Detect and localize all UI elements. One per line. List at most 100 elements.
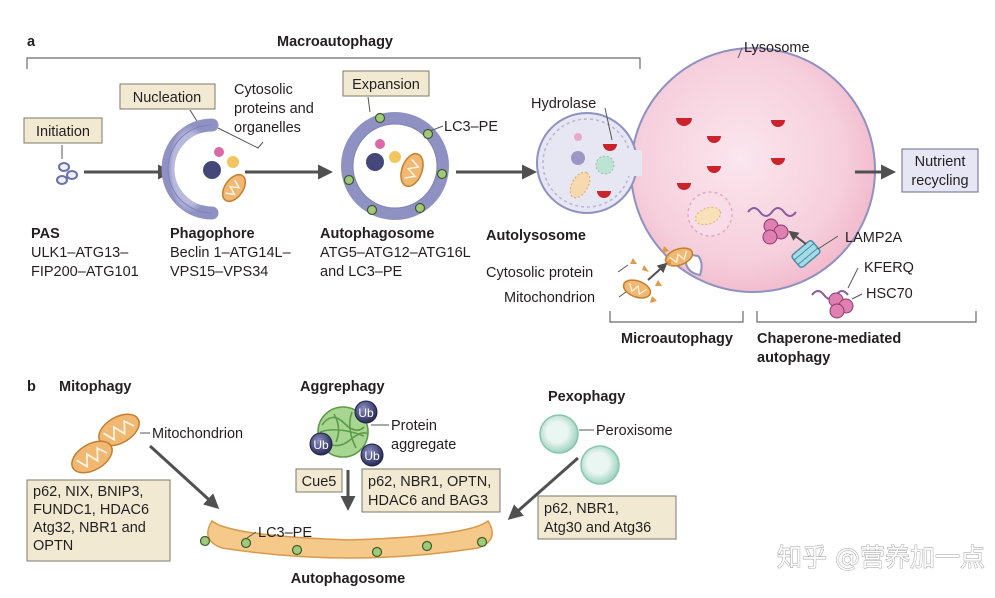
aggrephagy-title: Aggrephagy [300, 379, 385, 395]
mitochondrion-label-a: Mitochondrion [504, 290, 595, 306]
cytosolic-cargo-line2: proteins and [234, 101, 314, 117]
autolysosome-mitochondrion [569, 171, 591, 199]
hydrolase-label: Hydrolase [531, 96, 596, 112]
mitophagy-mitochondrion-2 [71, 440, 113, 474]
hsc70-label: HSC70 [866, 286, 913, 302]
autophagosome-b [207, 519, 493, 559]
mitophagy-mitochondrion-1 [98, 413, 140, 447]
mitophagy-receptor-box [26, 479, 171, 562]
zhihu-watermark: 知乎 @营养加一点 [777, 543, 985, 572]
lysosome-hydrolases [676, 118, 785, 190]
cma-bracket [756, 311, 977, 323]
phagophore-outline [167, 124, 213, 214]
nutrient-recycling-box [901, 148, 979, 193]
phagophore-line2: VPS15–VPS34 [170, 264, 268, 280]
cytosolic-protein-leader [617, 264, 629, 273]
lamp2a-leader [817, 235, 839, 250]
cma-substrate-inside [747, 207, 797, 245]
panel-a-label: a [27, 34, 36, 50]
cma-label-line2: autophagy [757, 350, 830, 366]
ub-tags [309, 400, 384, 467]
cytosolic-cargo-line1: Cytosolic [234, 82, 293, 98]
cytosolic-cargo-bracket [217, 127, 264, 149]
autophagosome-title: Autophagosome [320, 226, 434, 242]
aggregate-line2: aggregate [391, 437, 456, 453]
mitophagy-title: Mitophagy [59, 379, 132, 395]
phagophore-title: Phagophore [170, 226, 255, 242]
phagophore-cargo-dot2 [227, 156, 239, 168]
lc3-leader-a [429, 125, 444, 132]
pexophagy-receptor-line1: p62, NBR1, [544, 501, 619, 517]
nucleation-box [119, 83, 216, 110]
micro-mitochondrion-2 [622, 279, 652, 299]
expansion-box [342, 70, 430, 97]
mitochondrion-leader-a [618, 291, 627, 298]
aggregate-line1: Protein [391, 418, 437, 434]
macroautophagy-bracket [26, 57, 641, 69]
nucleation-label: Nucleation [133, 90, 202, 106]
autolysosome-cargo-dot [574, 133, 582, 141]
autophagosome-line1: ATG5–ATG12–ATG16L [320, 245, 471, 261]
arrow-cma-import [788, 230, 807, 245]
mitophagy-receptor-line3: Atg32, NBR1 and [33, 520, 146, 536]
autophagosome-membrane [341, 112, 449, 220]
ub-label-2: Ub [313, 438, 329, 452]
ub-label-3: Ub [364, 449, 380, 463]
cytosolic-protein-label: Cytosolic protein [486, 265, 593, 281]
autophagosome-lumen [352, 123, 438, 209]
pexophagy-title: Pexophagy [548, 389, 625, 405]
lc3-leader-b [246, 531, 257, 539]
nutrient-line2: recycling [911, 173, 968, 189]
autophagosome-cargo-dot [375, 139, 385, 149]
cue5-box [295, 468, 343, 493]
arrow-pexophagy [507, 456, 579, 520]
aggrephagy-receptor-box [361, 468, 501, 513]
autophagosome-b-lc3-dots [199, 535, 488, 558]
cma-substrate-hsc70 [811, 290, 854, 319]
pexophagy-receptor-line2: Atg30 and Atg36 [544, 520, 651, 536]
macroautophagy-header: Macroautophagy [277, 34, 393, 50]
panel-b-label: b [27, 379, 36, 395]
kferq-leader [847, 267, 859, 289]
pas-vesicles [56, 162, 78, 185]
initiation-label: Initiation [36, 124, 90, 140]
autolysosome-hydrolases [597, 144, 617, 198]
autolysosome-cargo-protein [571, 151, 585, 165]
hsc70-leader [851, 293, 863, 300]
phagophore-line1: Beclin 1–ATG14L– [170, 245, 292, 261]
hydrolase-leader [604, 107, 613, 141]
cytosolic-cargo-line3: organelles [234, 120, 301, 136]
microautophagy-bracket [609, 311, 744, 323]
phagophore-cargo-dot [214, 147, 224, 157]
peroxisome-label: Peroxisome [596, 423, 673, 439]
arrow-micro-uptake [647, 262, 668, 281]
pas-line2: FIP200–ATG101 [31, 264, 139, 280]
pas-title: PAS [31, 226, 60, 242]
ub-label-1: Ub [358, 406, 374, 420]
lamp2a-channel [791, 239, 821, 269]
cue5-label: Cue5 [302, 474, 337, 490]
mitophagy-organelle-label: Mitochondrion [152, 426, 243, 442]
kferq-label: KFERQ [864, 260, 914, 276]
pexophagy-receptor-box [537, 495, 677, 540]
autophagosome-line2: and LC3–PE [320, 264, 403, 280]
mitophagy-receptor-line2: FUNDC1, HDAC6 [33, 502, 149, 518]
mitophagy-receptor-line1: p62, NIX, BNIP3, [33, 484, 143, 500]
aggrephagy-receptor-line1: p62, NBR1, OPTN, [368, 474, 491, 490]
lysosome-degrading-mitochondrion [694, 206, 722, 226]
autolysosome [536, 112, 638, 214]
cytosolic-protein-triangles [630, 246, 671, 303]
fusion-neck [628, 150, 642, 176]
cma-label-line1: Chaperone-mediated [757, 331, 901, 347]
lysosome-leader [737, 47, 743, 59]
initiation-box [23, 117, 103, 144]
peroxisome-1 [539, 414, 579, 454]
autolysosome-title: Autolysosome [486, 228, 586, 244]
microautophagy-label: Microautophagy [621, 331, 733, 347]
aggrephagy-receptor-line2: HDAC6 and BAG3 [368, 493, 488, 509]
peroxisome-2 [580, 445, 620, 485]
phagophore-mitochondrion [221, 173, 247, 203]
micro-mitochondrion [664, 247, 694, 267]
